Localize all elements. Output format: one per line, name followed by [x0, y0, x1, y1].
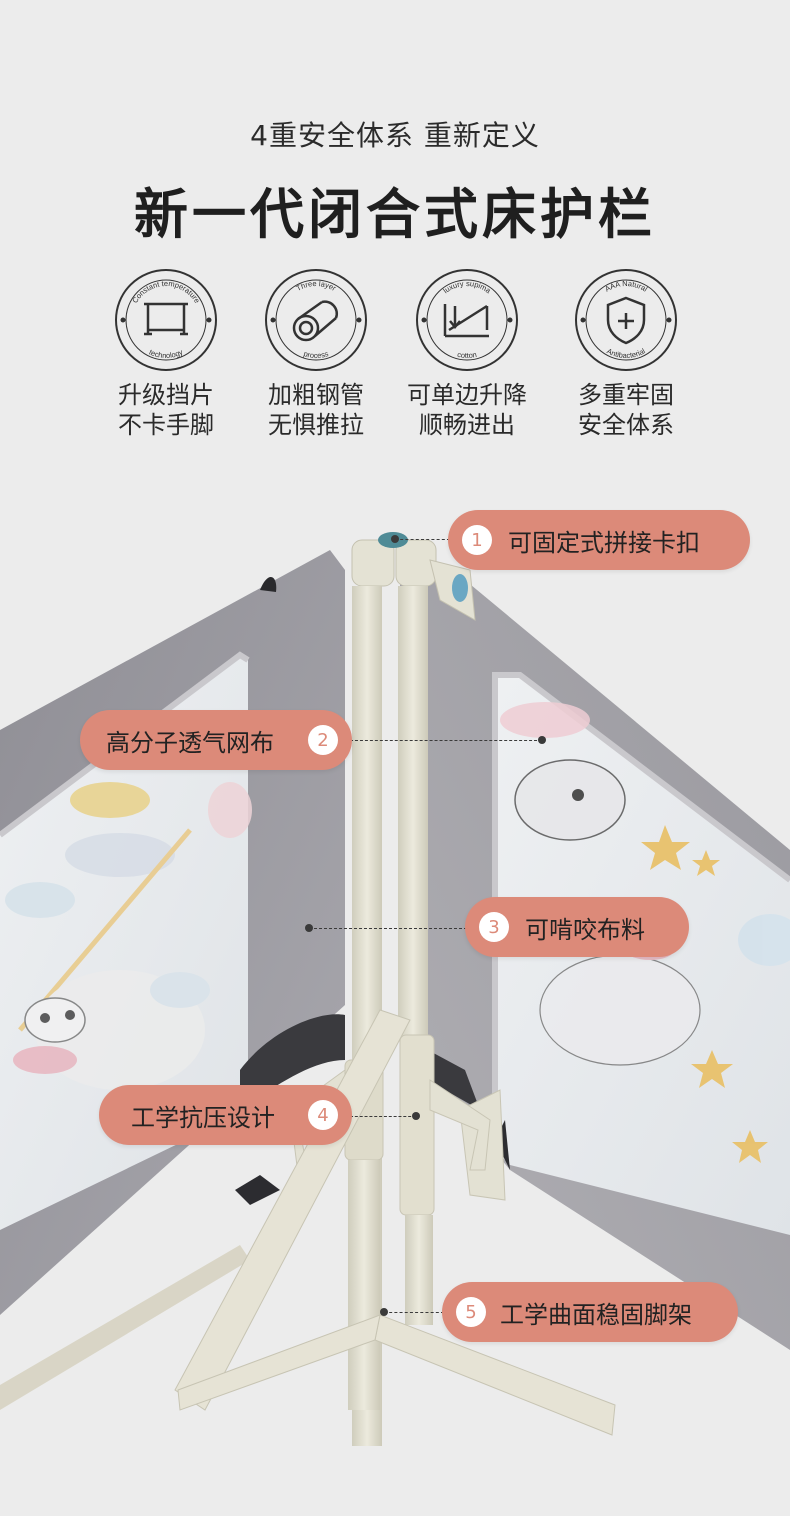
pipe-icon [292, 300, 339, 342]
badge-top-text: AAA Natural [603, 279, 649, 294]
mesh-print [500, 702, 790, 1163]
badge-top-text: Constant temperature [130, 279, 202, 305]
feature-item: Constant temperature technology 升级挡片 不卡手… [86, 268, 246, 440]
leader-line [384, 1312, 444, 1313]
shield-plus-icon [606, 296, 646, 345]
svg-text:AAA Natural: AAA Natural [603, 279, 649, 294]
bed-rail-illustration [0, 532, 790, 1446]
svg-text:technology: technology [148, 347, 185, 360]
callout-number: 1 [462, 525, 492, 555]
callout-number: 4 [308, 1100, 338, 1130]
feature-line1: 可单边升降 [407, 381, 527, 409]
svg-text:Antibacterial: Antibacterial [605, 346, 647, 360]
feature-item: Three layer process 加粗钢管 无惧推拉 [236, 268, 396, 440]
callout-3: 3 可啃咬布料 [465, 897, 689, 957]
feature-item: luxury supima cotton 可单边升降 顺畅进出 [387, 268, 547, 440]
callout-label: 可啃咬布料 [525, 915, 645, 944]
badge-bottom-text: technology [148, 347, 185, 360]
page-subtitle: 4重安全体系 重新定义 [250, 119, 540, 152]
gate-icon [144, 302, 188, 336]
left-panel [0, 550, 345, 1410]
callout-1: 1 可固定式拼接卡扣 [448, 510, 750, 570]
feature-badge: Three layer process [265, 269, 367, 371]
pointer-dot [391, 535, 399, 543]
leader-line [309, 928, 467, 929]
feature-line2: 不卡手脚 [118, 411, 214, 439]
feature-line2: 无惧推拉 [268, 411, 364, 439]
pointer-dot [538, 736, 546, 744]
feature-item: AAA Natural Antibacterial 多重牢固 安全体系 [546, 268, 706, 440]
svg-text:process: process [303, 349, 330, 360]
callout-label: 工学抗压设计 [131, 1103, 275, 1132]
callout-label: 高分子透气网布 [106, 728, 274, 757]
lift-icon [443, 304, 489, 338]
callout-label: 工学曲面稳固脚架 [500, 1300, 692, 1329]
leader-line [350, 1116, 416, 1117]
feature-line2: 顺畅进出 [419, 411, 515, 439]
badge-bottom-text: Antibacterial [605, 346, 647, 360]
center-pole [174, 532, 616, 1446]
badge-top-text: luxury supima [441, 279, 493, 296]
feature-line1: 加粗钢管 [268, 381, 364, 409]
callout-number: 5 [456, 1297, 486, 1327]
pointer-dot [380, 1308, 388, 1316]
feature-badge: AAA Natural Antibacterial [575, 269, 677, 371]
callout-4: 工学抗压设计 4 [99, 1085, 352, 1145]
callout-number: 3 [479, 912, 509, 942]
svg-text:luxury supima: luxury supima [441, 279, 493, 296]
badge-bottom-text: cotton [456, 350, 477, 360]
pointer-dot [412, 1112, 420, 1120]
feature-line1: 多重牢固 [578, 381, 674, 409]
svg-text:Three layer: Three layer [295, 279, 338, 293]
right-panel [400, 580, 790, 1350]
svg-text:Constant temperature: Constant temperature [130, 279, 202, 305]
callout-label: 可固定式拼接卡扣 [508, 528, 700, 557]
pointer-dot [305, 924, 313, 932]
mesh-print [5, 782, 252, 1090]
callout-5: 5 工学曲面稳固脚架 [442, 1282, 738, 1342]
badge-top-text: Three layer [295, 279, 338, 293]
feature-line2: 安全体系 [578, 411, 674, 439]
badge-bottom-text: process [303, 349, 330, 360]
page-title: 新一代闭合式床护栏 [134, 183, 656, 246]
svg-text:cotton: cotton [456, 350, 477, 360]
feature-badge: luxury supima cotton [416, 269, 518, 371]
feature-badge: Constant temperature technology [115, 269, 217, 371]
callout-2: 高分子透气网布 2 [80, 710, 352, 770]
leader-line [350, 740, 542, 741]
feature-line1: 升级挡片 [118, 381, 214, 409]
leader-line [395, 539, 450, 540]
callout-number: 2 [308, 725, 338, 755]
